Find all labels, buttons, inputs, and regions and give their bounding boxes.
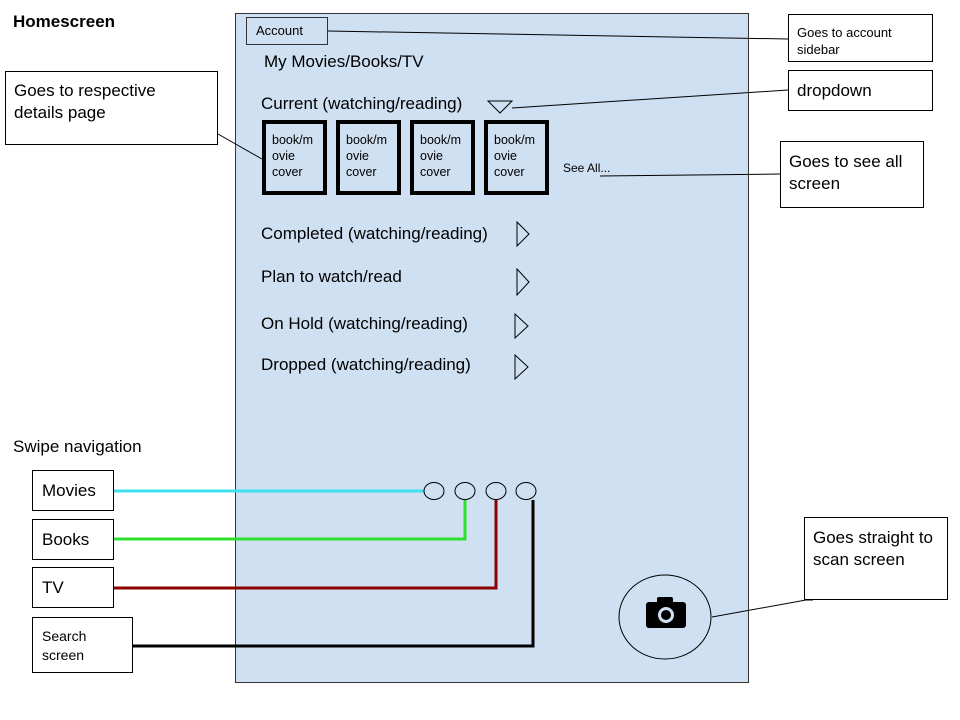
note-account-sidebar: Goes to account sidebar (788, 14, 933, 62)
note-dropdown: dropdown (788, 70, 933, 111)
note-see-all-screen: Goes to see all screen (780, 141, 924, 208)
expand-onhold-icon[interactable] (514, 312, 529, 340)
swipe-nav-label: Swipe navigation (13, 437, 142, 456)
page-dot-movies-icon[interactable] (423, 482, 445, 500)
page-dot-search-icon[interactable] (515, 482, 537, 500)
app-heading: My Movies/Books/TV (264, 52, 424, 71)
nav-item-movies: Movies (32, 470, 114, 511)
dropped-section-label[interactable]: Dropped (watching/reading) (261, 355, 471, 374)
completed-section-label[interactable]: Completed (watching/reading) (261, 224, 488, 243)
account-button[interactable]: Account (246, 17, 328, 45)
camera-icon (646, 597, 686, 628)
page-title: Homescreen (13, 12, 116, 31)
nav-item-books: Books (32, 519, 114, 560)
cover-card[interactable]: book/m ovie cover (336, 120, 401, 195)
onhold-section-label[interactable]: On Hold (watching/reading) (261, 314, 468, 333)
dropdown-triangle-icon[interactable] (486, 100, 514, 114)
nav-item-tv: TV (32, 567, 114, 608)
line-books (114, 500, 467, 541)
line-search (133, 500, 535, 648)
cover-card[interactable]: book/m ovie cover (484, 120, 549, 195)
connector-dropdown (511, 89, 789, 109)
line-tv (114, 500, 498, 590)
expand-completed-icon[interactable] (516, 220, 530, 248)
cover-card[interactable]: book/m ovie cover (410, 120, 475, 195)
note-scan-screen: Goes straight to scan screen (804, 517, 948, 600)
nav-item-search: Search screen (32, 617, 133, 673)
connector-details (217, 133, 263, 160)
expand-plan-icon[interactable] (516, 267, 530, 297)
see-all-link[interactable]: See All... (563, 161, 611, 175)
expand-dropped-icon[interactable] (514, 353, 529, 381)
note-details-page: Goes to respective details page (5, 71, 218, 145)
connector-see-all (599, 173, 781, 177)
connector-scan (711, 599, 813, 618)
connector-account (327, 30, 789, 40)
plan-section-label[interactable]: Plan to watch/read (261, 267, 402, 286)
cover-card[interactable]: book/m ovie cover (262, 120, 327, 195)
current-section-label: Current (watching/reading) (261, 94, 463, 113)
page-dot-tv-icon[interactable] (485, 482, 507, 500)
page-dot-books-icon[interactable] (454, 482, 476, 500)
